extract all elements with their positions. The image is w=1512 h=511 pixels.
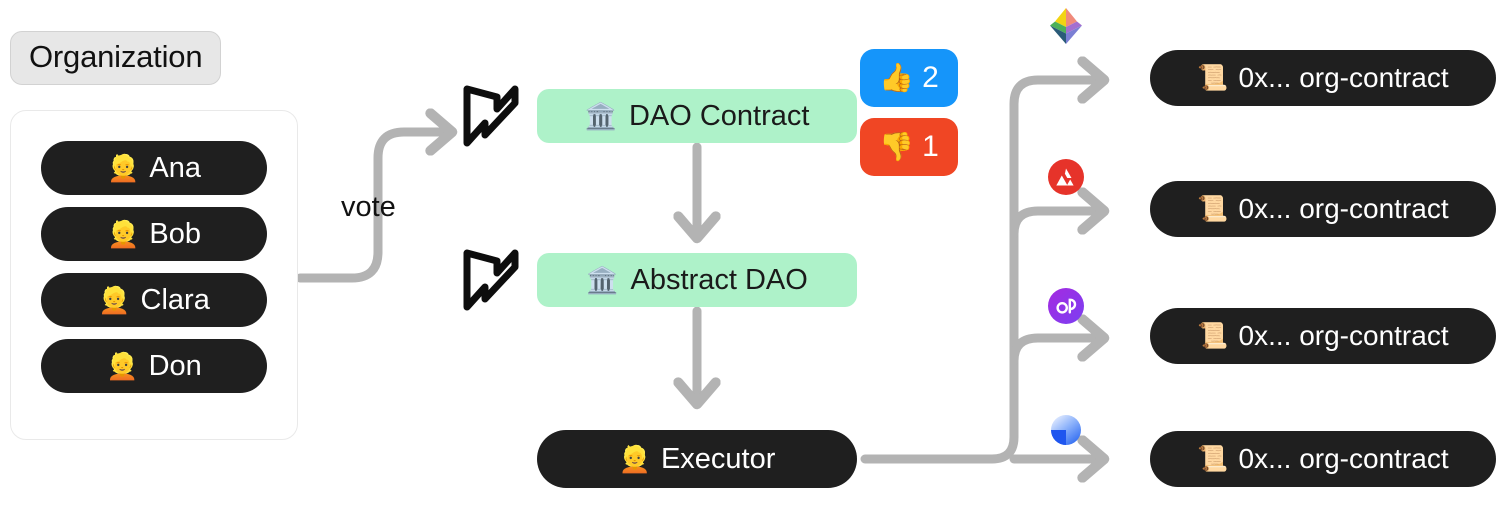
classical-building-icon: 🏛️ [586,265,619,295]
scroll-icon: 📜 [1197,194,1229,223]
wire-branch-polygon [1009,338,1098,366]
near-protocol-logo-icon [459,249,523,311]
node-org-contract[interactable]: 📜 0x... org-contract [1150,181,1496,237]
node-abstract-dao[interactable]: 🏛️ Abstract DAO [537,253,857,307]
node-dao-contract[interactable]: 🏛️ DAO Contract [537,89,857,143]
contract-label: 0x... org-contract [1238,443,1449,474]
node-executor[interactable]: 👱 Executor [537,430,857,488]
contract-label: 0x... org-contract [1238,62,1449,93]
upvote-count: 2 [922,61,939,94]
aurora-icon [1046,410,1086,450]
person-icon: 👱 [107,219,140,249]
scroll-icon: 📜 [1197,321,1229,350]
scroll-icon: 📜 [1197,63,1229,92]
node-label: Executor [660,442,776,475]
list-item[interactable]: 👱 Bob [41,207,267,261]
member-name: Ana [149,151,201,184]
classical-building-icon: 🏛️ [584,101,617,131]
member-list: 👱 Ana 👱 Bob 👱 Clara 👱 Don [41,141,267,393]
near-protocol-logo-icon [459,85,523,147]
list-item[interactable]: 👱 Don [41,339,267,393]
scroll-icon: 📜 [1197,444,1229,473]
node-org-contract[interactable]: 📜 0x... org-contract [1150,50,1496,106]
avalanche-icon [1046,157,1086,197]
node-label: DAO Contract [628,99,810,132]
vote-edge-label: vote [341,191,396,223]
organization-label: Organization [10,31,222,85]
person-icon: 👱 [107,153,140,183]
node-org-contract[interactable]: 📜 0x... org-contract [1150,308,1496,364]
downvote-badge[interactable]: 👎 1 [860,118,958,176]
thumbs-down-icon: 👎 [879,131,915,162]
node-org-contract[interactable]: 📜 0x... org-contract [1150,431,1496,487]
downvote-count: 1 [922,130,939,163]
contract-label: 0x... org-contract [1238,193,1449,224]
person-icon: 👱 [106,351,139,381]
wire-branch-avalanche [1009,211,1098,239]
organization-panel: 👱 Ana 👱 Bob 👱 Clara 👱 Don [10,110,298,440]
thumbs-up-icon: 👍 [879,62,915,93]
person-icon: 👱 [618,444,651,474]
person-icon: 👱 [98,285,131,315]
node-label: Abstract DAO [630,263,808,296]
polygon-icon [1046,286,1086,326]
member-name: Bob [149,217,201,250]
list-item[interactable]: 👱 Clara [41,273,267,327]
upvote-badge[interactable]: 👍 2 [860,49,958,107]
member-name: Clara [140,283,210,316]
contract-label: 0x... org-contract [1238,320,1449,351]
member-name: Don [148,349,202,382]
list-item[interactable]: 👱 Ana [41,141,267,195]
ethereum-icon [1046,6,1086,46]
